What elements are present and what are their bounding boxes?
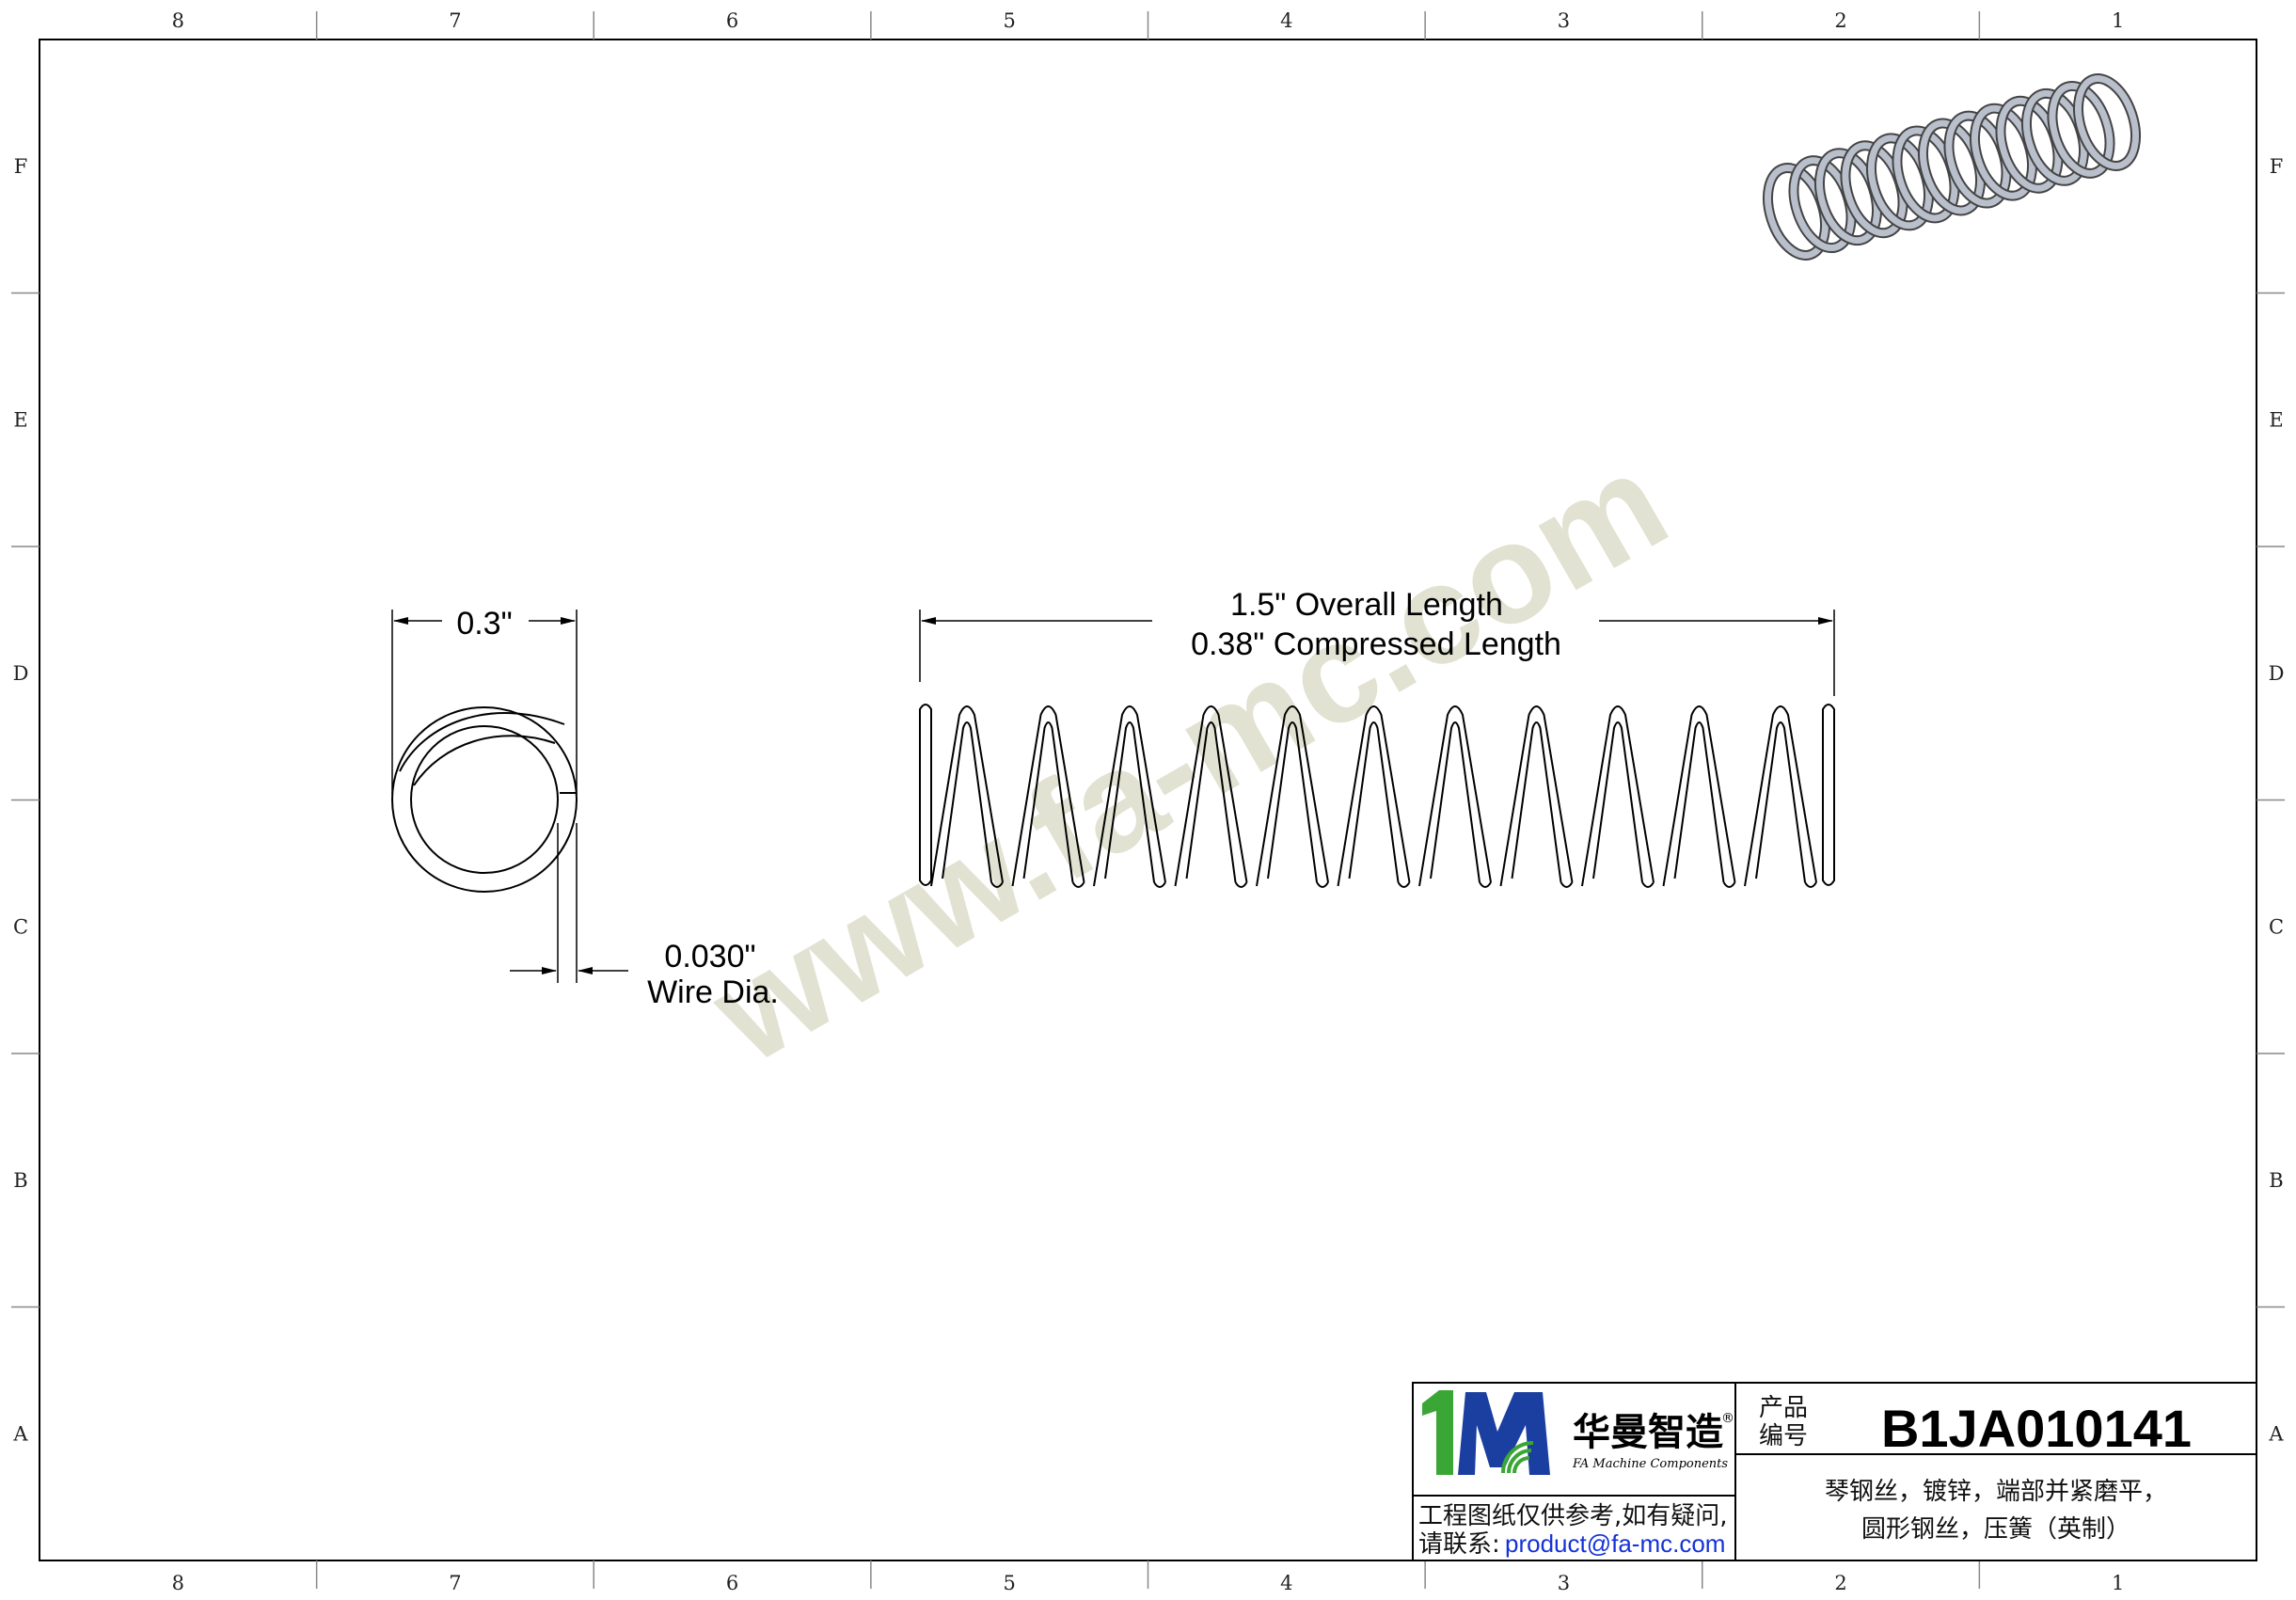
zone-col-label-top: 7 — [449, 9, 461, 32]
spring-coil — [1256, 705, 1329, 887]
spring-end-coil — [1822, 704, 1835, 886]
spring-coil-inner — [1673, 721, 1725, 883]
wire-diameter-value: 0.030" — [664, 939, 755, 974]
spring-coil-inner — [1185, 721, 1237, 883]
watermark: www.fa-mc.com — [686, 421, 1691, 1093]
description-line-1: 琴钢丝，镀锌，端部并紧磨平， — [1825, 1478, 2167, 1506]
spring-coil — [1418, 705, 1492, 887]
spring-coil — [1744, 705, 1817, 887]
isometric-spring-view — [1763, 73, 2141, 261]
overall-length-label: 1.5" Overall Length — [1230, 587, 1503, 623]
spring-coil-bottom — [1071, 881, 1085, 888]
side-view: 1.5" Overall Length 0.38" Compressed Len… — [919, 587, 1835, 888]
spring-coil-bottom — [990, 881, 1004, 888]
spring-coil-inner — [1755, 721, 1806, 883]
spring-coil-bottom — [1316, 881, 1329, 888]
spring-coil — [1499, 705, 1574, 887]
spring-end-wire-tail — [399, 712, 565, 772]
logo-m-glyph — [1458, 1392, 1550, 1475]
spring-coil-bottom — [1722, 881, 1736, 888]
compressed-length-label: 0.38" Compressed Length — [1191, 626, 1561, 662]
spring-coil-bottom — [1234, 881, 1248, 888]
iso-coil — [2049, 82, 2114, 177]
zone-col-label-bottom: 3 — [1558, 1572, 1570, 1594]
note-line-1: 工程图纸仅供参考,如有疑问, — [1418, 1502, 1728, 1530]
spring-coil-inner — [1592, 721, 1643, 883]
spring-coil-bottom — [1641, 881, 1655, 888]
outer-diameter-label: 0.3" — [456, 606, 512, 642]
zone-row-label-left: E — [13, 408, 27, 431]
brand-name-cn: 华曼智造 — [1573, 1411, 1723, 1454]
zone-row-label-right: F — [2270, 155, 2284, 178]
zone-col-label-top: 1 — [2112, 9, 2124, 32]
company-logo: 华曼智造 ® FA Machine Components — [1422, 1390, 1734, 1475]
zone-col-label-bottom: 6 — [726, 1572, 738, 1594]
spring-coil — [1174, 705, 1248, 887]
spring-coil-bottom — [1479, 881, 1492, 888]
zone-col-label-bottom: 8 — [172, 1572, 184, 1594]
spring-coil — [1662, 705, 1736, 887]
spring-coil — [1581, 705, 1655, 887]
zone-row-label-left: D — [13, 662, 29, 685]
logo-one-glyph — [1422, 1390, 1453, 1475]
zone-col-label-top: 4 — [1280, 9, 1292, 32]
note-line-2-prefix: 请联系: — [1418, 1530, 1500, 1559]
wire-diameter-label: Wire Dia. — [647, 974, 779, 1010]
spring-coil — [1011, 705, 1085, 887]
zone-col-label-top: 3 — [1558, 9, 1570, 32]
zone-row-label-right: B — [2269, 1169, 2283, 1192]
spring-coil-inner — [1348, 721, 1400, 883]
zone-col-label-bottom: 4 — [1280, 1572, 1292, 1594]
product-code: B1JA010141 — [1881, 1399, 2192, 1458]
zone-col-label-bottom: 2 — [1834, 1572, 1846, 1594]
contact-email[interactable]: product@fa-mc.com — [1505, 1529, 1725, 1558]
registered-mark: ® — [1721, 1411, 1734, 1426]
zone-col-label-bottom: 1 — [2112, 1572, 2124, 1594]
zone-col-label-top: 5 — [1004, 9, 1016, 32]
spring-coil-bottom — [1804, 881, 1817, 888]
product-no-label-1: 产品 — [1759, 1394, 1808, 1422]
zone-col-label-top: 6 — [726, 9, 738, 32]
description-line-2: 圆形钢丝，压簧（英制） — [1861, 1515, 2130, 1544]
zone-row-label-right: A — [2268, 1422, 2284, 1445]
logo-signal-icon — [1501, 1441, 1534, 1474]
spring-coil-inner — [1104, 721, 1155, 883]
spring-coil-bottom — [1397, 881, 1411, 888]
spring-side-coils — [919, 704, 1835, 888]
end-view: 0.3" 0.030" Wire Dia. — [391, 606, 779, 1010]
spring-end-outer-circle — [391, 706, 578, 893]
product-no-label-2: 编号 — [1759, 1422, 1808, 1450]
spring-coil-bottom — [1153, 881, 1166, 888]
spring-coil-inner — [1430, 721, 1481, 883]
brand-name-en: FA Machine Components — [1572, 1457, 1728, 1471]
spring-coil-inner — [942, 721, 992, 883]
iso-coil — [2075, 75, 2139, 169]
spring-coil — [930, 705, 1004, 887]
spring-coil-inner — [1511, 721, 1562, 883]
title-block: 华曼智造 ® FA Machine Components 工程图纸仅供参考,如有… — [1412, 1382, 2257, 1561]
zone-col-label-bottom: 7 — [449, 1572, 461, 1594]
spring-end-inner-circle — [410, 725, 559, 874]
zone-row-label-left: C — [13, 915, 28, 938]
spring-end-wire-tail-inner — [413, 735, 556, 786]
zone-row-label-left: B — [13, 1169, 27, 1192]
zone-row-label-right: D — [2269, 662, 2285, 685]
zone-row-label-left: A — [12, 1422, 28, 1445]
zone-col-label-bottom: 5 — [1004, 1572, 1016, 1594]
zone-row-label-right: E — [2269, 408, 2283, 431]
spring-coil-inner — [1022, 721, 1074, 883]
spring-coil-bottom — [1560, 881, 1574, 888]
zone-col-label-top: 2 — [1834, 9, 1846, 32]
spring-coil-inner — [1267, 721, 1318, 883]
zone-row-label-right: C — [2269, 915, 2284, 938]
spring-coil — [1337, 705, 1411, 887]
title-block-frame — [1412, 1382, 2257, 1561]
zone-col-label-top: 8 — [172, 9, 184, 32]
spring-coil — [1093, 705, 1166, 887]
zone-row-label-left: F — [14, 155, 28, 178]
